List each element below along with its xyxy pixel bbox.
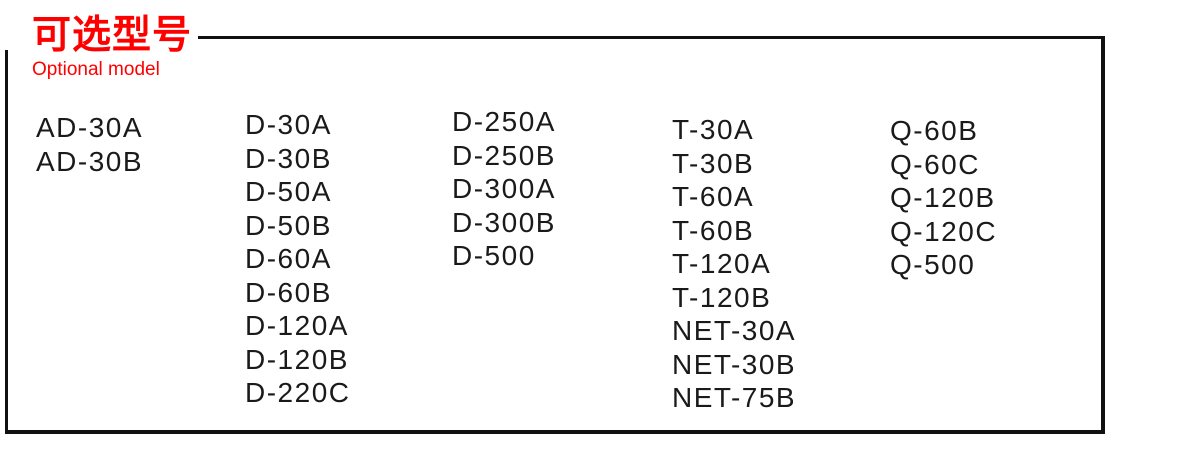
model-column-5: Q-60B Q-60C Q-120B Q-120C Q-500 [890, 114, 997, 282]
model-item: D-250A [452, 106, 556, 137]
model-item: D-30B [245, 142, 332, 174]
model-item: D-250B [452, 139, 556, 171]
panel-border-bottom [5, 430, 1105, 434]
model-item: D-300A [452, 173, 556, 204]
model-item: Q-60B [890, 115, 979, 146]
model-item: D-60B [245, 276, 332, 308]
model-item: D-50B [245, 209, 332, 241]
model-column-3: D-250A D-250B D-300A D-300B D-500 [452, 105, 556, 273]
model-item: D-500 [452, 240, 536, 271]
model-item: T-60A [672, 181, 755, 212]
model-item: AD-30A [36, 112, 144, 143]
model-item: NET-30B [672, 348, 797, 380]
model-item: D-30A [245, 109, 332, 140]
model-item: T-30B [672, 147, 755, 179]
section-title: 可选型号 Optional model [32, 14, 192, 81]
model-item: D-120B [245, 343, 349, 375]
model-item: D-300B [452, 206, 556, 238]
panel-border-left [5, 50, 8, 430]
model-item: NET-75B [672, 382, 797, 413]
model-item: T-120B [672, 281, 772, 313]
model-item: D-50A [245, 176, 332, 207]
model-item: D-220C [245, 377, 351, 408]
model-item: Q-120B [890, 182, 996, 213]
model-item: T-120A [672, 248, 772, 279]
model-item: T-60B [672, 214, 755, 246]
section-title-zh: 可选型号 [32, 14, 193, 57]
model-item: Q-60C [890, 148, 980, 180]
model-item: D-120A [245, 310, 349, 341]
model-column-4: T-30A T-30B T-60A T-60B T-120A T-120B NE… [672, 113, 796, 415]
model-item: D-60A [245, 243, 332, 274]
model-item: NET-30A [672, 315, 797, 346]
model-item: AD-30B [36, 145, 144, 177]
section-title-en: Optional model [32, 59, 160, 80]
model-item: Q-500 [890, 249, 976, 280]
model-item: Q-120C [890, 215, 998, 247]
model-item: T-30A [672, 114, 755, 145]
panel-border-top [198, 36, 1104, 39]
model-column-1: AD-30A AD-30B [36, 111, 143, 178]
model-column-2: D-30A D-30B D-50A D-50B D-60A D-60B D-12… [245, 108, 350, 410]
panel-border-right [1101, 36, 1105, 434]
